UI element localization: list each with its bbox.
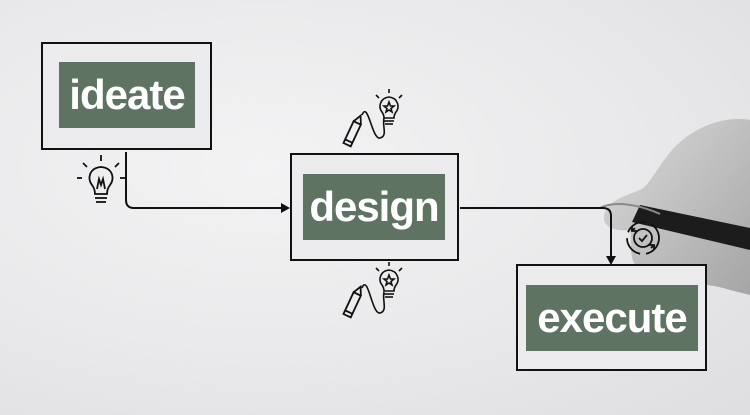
edge-design-execute [460,207,612,258]
lightbulb-icon [77,155,125,203]
gear-check-icon [626,221,660,255]
pencil-icon [342,113,363,148]
pencil-icon [342,284,363,319]
lightbulb-star-icon [375,262,403,298]
ideate-label: ideate [59,62,195,128]
execute-label: execute [526,285,698,351]
arrowhead [281,203,290,213]
edge-ideate-design [125,152,284,209]
design-label: design [303,174,445,240]
lightbulb-star-icon [375,89,403,125]
arrowhead [606,256,616,265]
